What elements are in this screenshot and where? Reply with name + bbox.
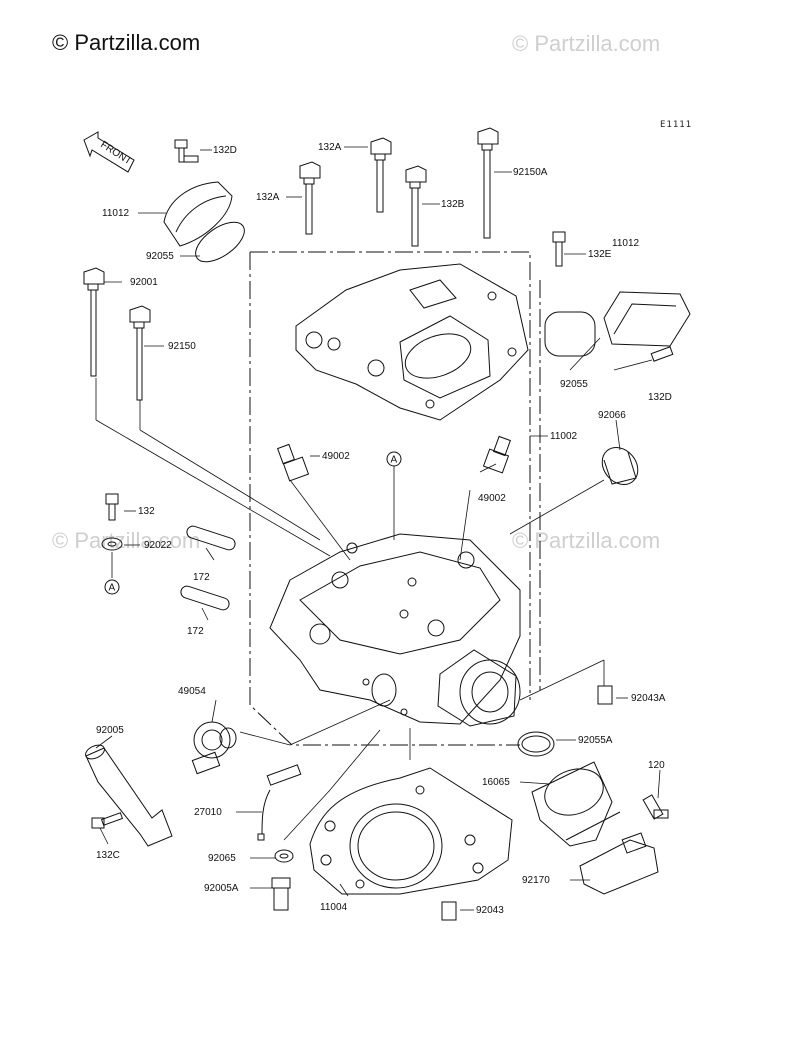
callout-132[interactable]: 132 <box>138 506 155 517</box>
screw-120 <box>642 794 669 820</box>
intake-holder-16065 <box>531 761 621 847</box>
callout-92150[interactable]: 92150 <box>168 341 196 352</box>
dowel-92043a <box>597 685 613 705</box>
sensor-27010 <box>257 764 302 841</box>
dowel-92043 <box>441 901 457 921</box>
clamp-92170 <box>579 832 659 895</box>
callout-92022[interactable]: 92022 <box>144 540 172 551</box>
callout-92066[interactable]: 92066 <box>598 410 626 421</box>
diagram-code: E1111 <box>660 120 693 130</box>
callout-132c[interactable]: 132C <box>96 850 120 861</box>
callout-132e[interactable]: 132E <box>588 249 612 260</box>
callout-120[interactable]: 120 <box>648 760 665 771</box>
callout-11012[interactable]: 11012 <box>612 238 640 249</box>
callout-49002[interactable]: 49002 <box>322 451 350 462</box>
callout-92005a[interactable]: 92005A <box>204 883 239 894</box>
watermark: © Partzilla.com <box>52 528 201 553</box>
bolt-132d-top <box>174 139 199 163</box>
callout-132a[interactable]: 132A <box>318 142 342 153</box>
ref-a-top[interactable]: A <box>391 455 398 466</box>
callout-92055[interactable]: 92055 <box>560 379 588 390</box>
washer-92022 <box>101 537 123 551</box>
callout-132d[interactable]: 132D <box>648 392 672 403</box>
watermark: © Partzilla.com <box>512 528 661 553</box>
cylinder-head-cover <box>295 263 529 421</box>
front-arrow-icon <box>83 131 135 173</box>
plug-92005a <box>271 877 291 911</box>
head-cover-right <box>544 291 691 362</box>
ref-circle-a-left <box>104 579 120 595</box>
bolt-132e <box>552 231 566 267</box>
bolt-92001 <box>83 267 105 377</box>
callout-132d[interactable]: 132D <box>213 145 237 156</box>
thermostat-49054 <box>191 721 237 775</box>
callout-27010[interactable]: 27010 <box>194 807 222 818</box>
callout-11002[interactable]: 11002 <box>550 431 578 442</box>
callout-49054[interactable]: 49054 <box>178 686 206 697</box>
callout-172[interactable]: 172 <box>193 572 210 583</box>
bolt-132 <box>105 493 119 521</box>
callout-92055a[interactable]: 92055A <box>578 735 613 746</box>
watermark: © Partzilla.com <box>512 31 661 56</box>
fitting-49002-right <box>482 435 512 474</box>
ref-circle-a-top <box>386 451 402 467</box>
callout-132a[interactable]: 132A <box>256 192 280 203</box>
leader-lines <box>95 146 661 911</box>
fitting-49002-left <box>276 443 310 482</box>
callout-92065[interactable]: 92065 <box>208 853 236 864</box>
o-ring-92055a <box>517 731 555 757</box>
callout-92170[interactable]: 92170 <box>522 875 550 886</box>
bolt-132a-lower <box>299 161 321 235</box>
bolt-132a-upper <box>370 137 392 213</box>
pipe-92005 <box>85 744 173 847</box>
ref-a-left[interactable]: A <box>109 583 116 594</box>
callout-11012[interactable]: 11012 <box>102 208 130 219</box>
stud-172-top <box>186 525 236 551</box>
callout-92001[interactable]: 92001 <box>130 277 158 288</box>
callout-92055[interactable]: 92055 <box>146 251 174 262</box>
bolt-132b <box>405 165 427 247</box>
bolt-132c <box>91 812 124 829</box>
callout-92043a[interactable]: 92043A <box>631 693 666 704</box>
callout-92043[interactable]: 92043 <box>476 905 504 916</box>
stud-172-bottom <box>180 585 230 611</box>
partzilla-brand: © Partzilla.com <box>52 30 201 55</box>
cap-92066 <box>601 447 639 485</box>
callout-92005[interactable]: 92005 <box>96 725 124 736</box>
callout-172[interactable]: 172 <box>187 626 204 637</box>
bolt-92150a <box>477 127 499 239</box>
bolt-92150 <box>129 305 151 401</box>
callout-11004[interactable]: 11004 <box>320 902 348 913</box>
callout-16065[interactable]: 16065 <box>482 777 510 788</box>
cylinder-head <box>269 533 521 727</box>
callout-132b[interactable]: 132B <box>441 199 465 210</box>
head-gasket-11004 <box>309 767 513 895</box>
washer-92065 <box>274 849 294 863</box>
callout-92150a[interactable]: 92150A <box>513 167 548 178</box>
head-cover-left <box>163 181 245 263</box>
callout-49002[interactable]: 49002 <box>478 493 506 504</box>
